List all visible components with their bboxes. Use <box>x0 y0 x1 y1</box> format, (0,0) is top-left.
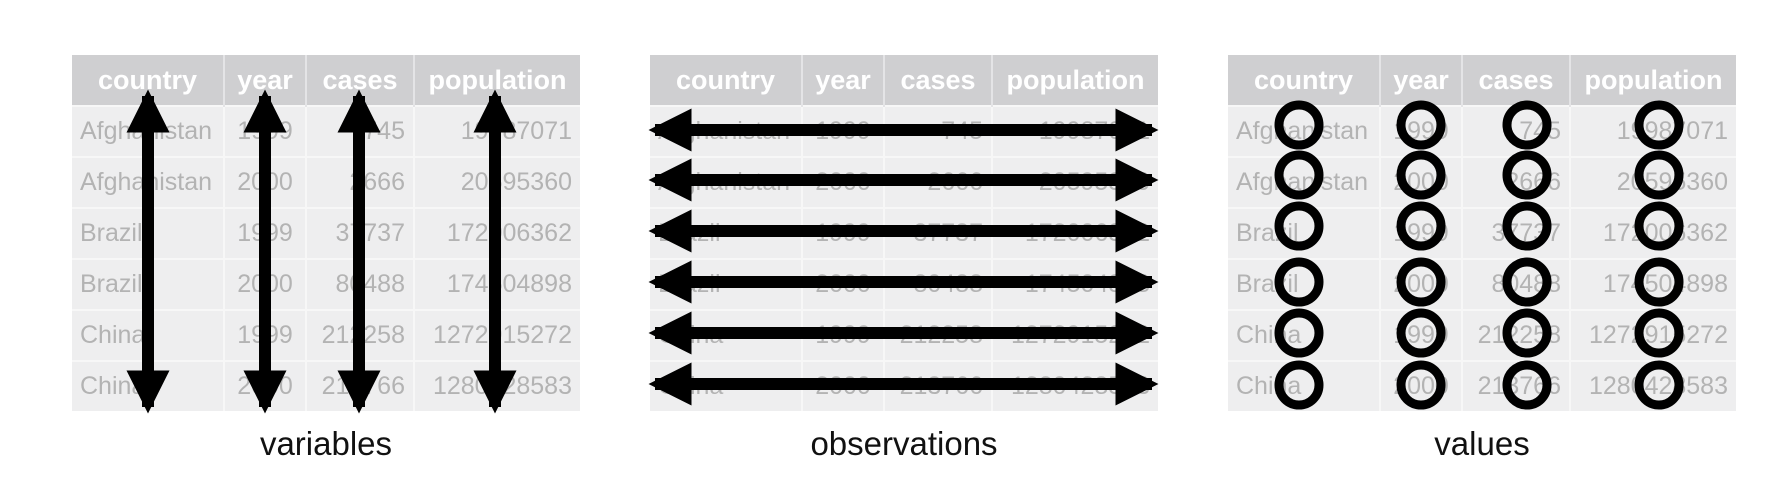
value-circle <box>1634 100 1684 150</box>
variables-caption: variables <box>259 425 393 462</box>
value-circle <box>1634 360 1684 410</box>
value-circle <box>1634 308 1684 358</box>
value-circle <box>1274 150 1324 200</box>
value-circle <box>1274 257 1324 307</box>
cell-cases: 745 <box>1462 105 1571 157</box>
value-circle <box>1274 360 1324 410</box>
header-country: country <box>650 55 803 106</box>
header-cases: cases <box>1462 55 1571 106</box>
header-population: population <box>992 55 1158 106</box>
table-header-row: country year cases population <box>1228 55 1736 106</box>
value-circle <box>1396 100 1446 150</box>
cell-cases: 37737 <box>1462 207 1571 259</box>
table-header-row: country year cases population <box>650 55 1158 106</box>
value-circle <box>1396 257 1446 307</box>
observations-caption: observations <box>810 425 998 462</box>
value-circle <box>1502 360 1552 410</box>
value-circle <box>1502 308 1552 358</box>
value-circle <box>1634 150 1684 200</box>
value-circle <box>1274 100 1324 150</box>
value-circle <box>1502 150 1552 200</box>
header-population: population <box>1570 55 1736 106</box>
value-circle <box>1502 257 1552 307</box>
cell-cases: 2666 <box>1462 156 1571 208</box>
value-circle <box>1274 308 1324 358</box>
header-cases: cases <box>306 55 415 106</box>
value-circle <box>1396 308 1446 358</box>
value-circle <box>1502 100 1552 150</box>
cell-population: 20595360 <box>1570 156 1736 208</box>
value-circle <box>1634 201 1684 251</box>
value-circle <box>1274 201 1324 251</box>
value-circles <box>1274 100 1684 410</box>
value-circle <box>1634 257 1684 307</box>
value-circle <box>1396 150 1446 200</box>
value-circle <box>1502 201 1552 251</box>
header-cases: cases <box>884 55 993 106</box>
header-year: year <box>802 55 885 106</box>
value-circle <box>1396 201 1446 251</box>
value-circle <box>1396 360 1446 410</box>
cell-population: 172006362 <box>1570 207 1736 259</box>
cell-population: 19987071 <box>1570 105 1736 157</box>
header-population: population <box>414 55 580 106</box>
cell-country: Brazil <box>1228 207 1381 259</box>
header-country: country <box>1228 55 1381 106</box>
header-year: year <box>1380 55 1463 106</box>
values-caption: values <box>1434 425 1530 462</box>
